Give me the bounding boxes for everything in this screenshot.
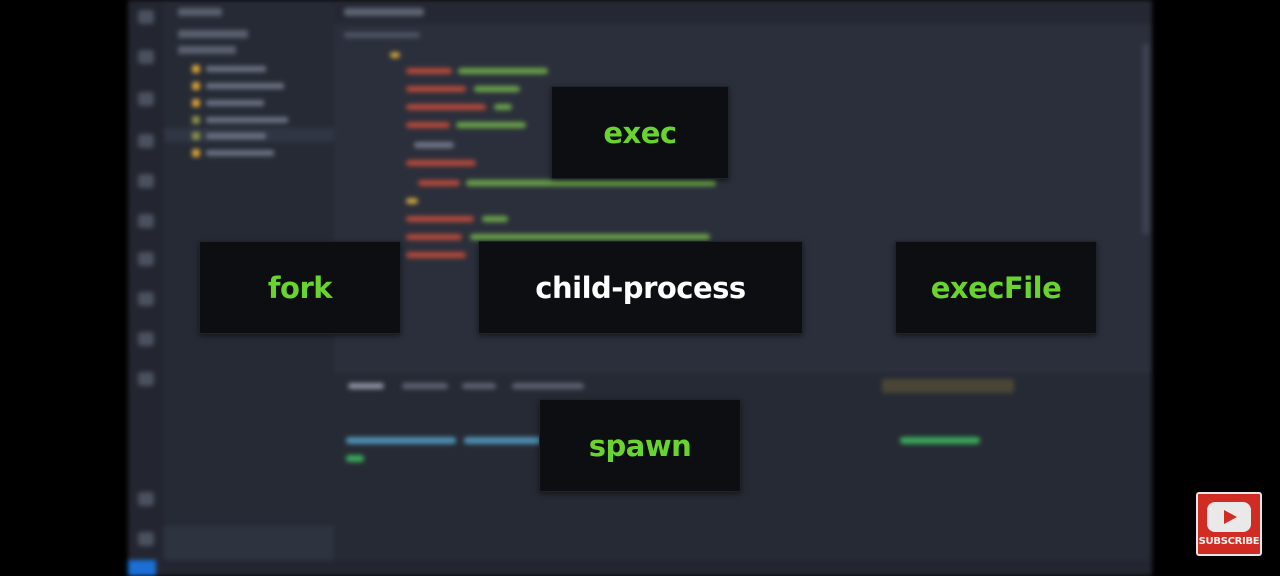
file-item bbox=[192, 131, 322, 141]
fork-node: fork bbox=[199, 241, 401, 334]
code-line bbox=[474, 86, 520, 92]
open-editors-bar bbox=[178, 30, 248, 38]
file-item bbox=[192, 115, 322, 125]
js-file-icon bbox=[192, 149, 200, 157]
file-item bbox=[192, 81, 322, 91]
account-icon bbox=[138, 492, 154, 506]
child-process-node: child-process bbox=[478, 241, 803, 334]
file-name-bar bbox=[206, 66, 266, 72]
exec-node: exec bbox=[551, 86, 729, 179]
json-file-icon bbox=[192, 116, 200, 124]
status-bar bbox=[164, 560, 1152, 576]
extensions-icon bbox=[138, 174, 154, 188]
scrollbar-thumb bbox=[1142, 44, 1150, 234]
code-line bbox=[390, 52, 400, 58]
code-line bbox=[494, 104, 512, 110]
settings-gear-icon bbox=[138, 532, 154, 546]
subscribe-label: SUBSCRIBE bbox=[1198, 536, 1260, 547]
code-line bbox=[406, 234, 462, 240]
child-process-label: child-process bbox=[535, 270, 746, 305]
file-item bbox=[192, 98, 322, 108]
json-file-icon bbox=[192, 132, 200, 140]
panel-tab bbox=[462, 383, 496, 389]
code-line bbox=[466, 180, 716, 186]
search-icon bbox=[138, 50, 154, 64]
js-file-icon bbox=[192, 99, 200, 107]
spawn-node: spawn bbox=[539, 399, 741, 492]
code-line bbox=[414, 142, 454, 148]
folder-header-bar bbox=[178, 46, 236, 54]
code-line bbox=[406, 160, 476, 166]
file-name-bar bbox=[206, 83, 284, 89]
code-line bbox=[456, 122, 526, 128]
code-line bbox=[406, 104, 486, 110]
code-line bbox=[406, 198, 418, 204]
testing-icon bbox=[138, 252, 154, 266]
file-item bbox=[192, 64, 322, 74]
activity-bar bbox=[128, 0, 164, 576]
panel-tab bbox=[348, 383, 384, 389]
file-item bbox=[192, 148, 322, 158]
exec-label: exec bbox=[603, 115, 677, 150]
source-control-icon bbox=[138, 92, 154, 106]
terminal-select bbox=[882, 379, 1014, 393]
code-line bbox=[406, 252, 466, 258]
file-name-bar bbox=[206, 117, 288, 123]
execfile-label: execFile bbox=[930, 270, 1062, 305]
active-tab bbox=[344, 8, 424, 16]
code-line bbox=[418, 180, 460, 186]
files-icon bbox=[138, 10, 154, 24]
explorer-title-bar bbox=[178, 8, 222, 16]
extension-item-icon bbox=[138, 372, 154, 386]
fork-label: fork bbox=[267, 270, 333, 305]
debug-icon bbox=[138, 134, 154, 148]
docker-icon bbox=[138, 292, 154, 306]
flask-icon bbox=[138, 332, 154, 346]
file-name-bar bbox=[206, 133, 266, 139]
panel-tab bbox=[512, 383, 584, 389]
code-line bbox=[458, 68, 548, 74]
file-name-bar bbox=[206, 150, 274, 156]
terminal-line bbox=[346, 437, 456, 444]
remote-indicator bbox=[128, 560, 156, 576]
js-file-icon bbox=[192, 65, 200, 73]
code-line bbox=[406, 68, 452, 74]
code-line bbox=[406, 86, 466, 92]
file-name-bar bbox=[206, 100, 264, 106]
code-line bbox=[406, 216, 474, 222]
terminal-panel bbox=[334, 370, 1152, 561]
terminal-line bbox=[900, 437, 980, 444]
code-line bbox=[406, 122, 450, 128]
spawn-label: spawn bbox=[588, 428, 692, 463]
outline-section bbox=[164, 526, 334, 560]
subscribe-button[interactable]: SUBSCRIBE bbox=[1196, 492, 1262, 556]
terminal-line bbox=[346, 455, 364, 462]
panel-tab bbox=[402, 383, 448, 389]
remote-icon bbox=[138, 214, 154, 228]
explorer-files bbox=[164, 0, 334, 576]
code-line bbox=[470, 234, 710, 240]
code-line bbox=[344, 32, 420, 38]
youtube-play-icon bbox=[1207, 502, 1251, 532]
editor-tab-strip bbox=[334, 0, 1152, 24]
terminal-line bbox=[464, 437, 544, 444]
code-line bbox=[482, 216, 508, 222]
js-file-icon bbox=[192, 82, 200, 90]
execfile-node: execFile bbox=[895, 241, 1097, 334]
